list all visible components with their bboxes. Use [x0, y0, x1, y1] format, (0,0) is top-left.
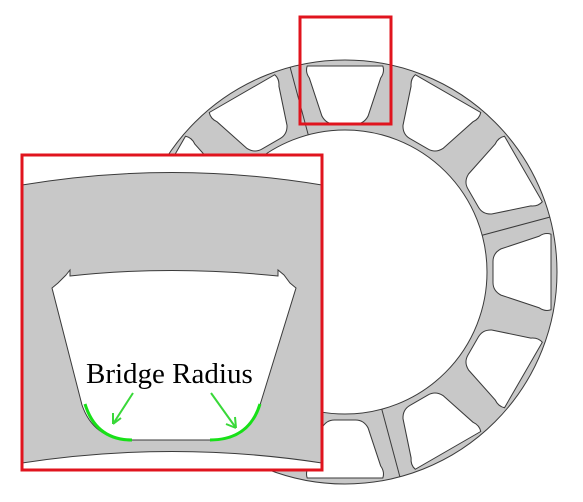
- segment-line: [381, 409, 401, 477]
- segment-line: [482, 216, 550, 236]
- bridge-radius-label: Bridge Radius: [86, 358, 253, 390]
- inset-bore: [22, 451, 322, 470]
- zoom-source-box: [298, 15, 393, 126]
- zoom-inset-frame: [20, 153, 324, 472]
- arrow-right: [210, 392, 237, 429]
- bridge-radius-right: [209, 403, 262, 442]
- arrow-left: [112, 392, 134, 425]
- zoom-inset: Bridge Radius: [20, 153, 324, 472]
- bridge-radius-left: [83, 403, 133, 442]
